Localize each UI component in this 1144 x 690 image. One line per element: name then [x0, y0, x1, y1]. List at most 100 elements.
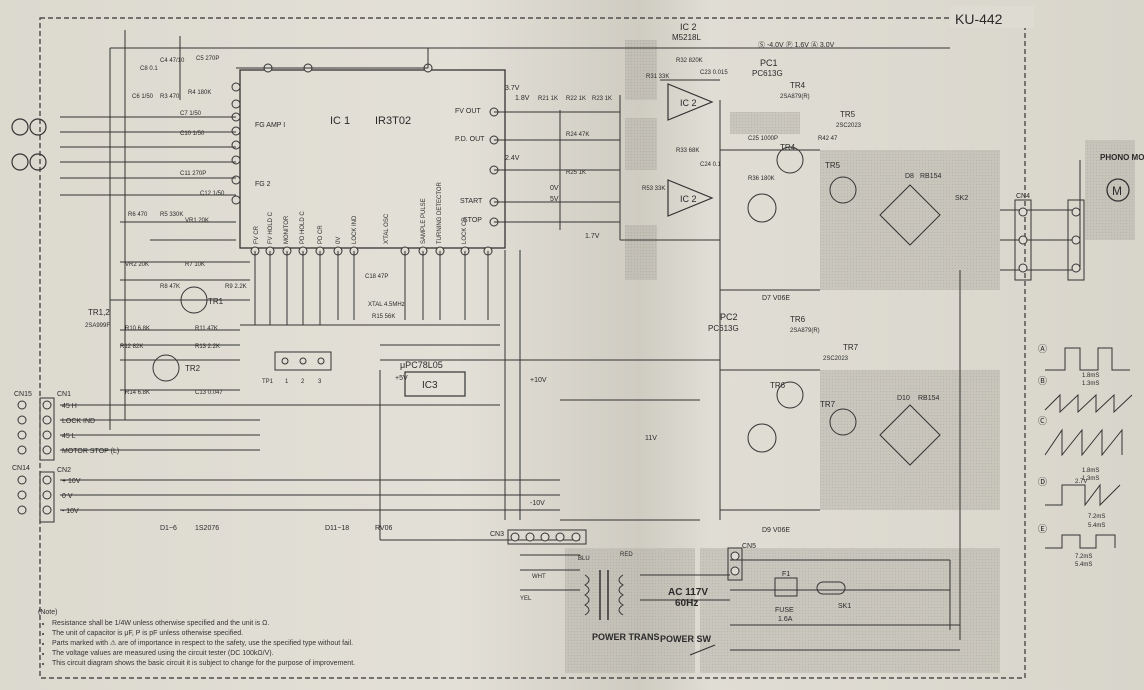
wave-e-id: Ⓔ: [1038, 524, 1047, 534]
diagram-title: KU-442: [955, 11, 1003, 27]
notes-block: (Note) Resistance shall be 1/4W unless o…: [38, 608, 498, 669]
wave-e-t2: 5.4mS: [1088, 523, 1105, 529]
comp-r25: R25 1K: [566, 170, 586, 176]
cn1-pin-3: 45 L: [62, 433, 76, 440]
comp-c25: R36 180K: [748, 176, 775, 182]
comp-r22: R22 1K: [566, 96, 586, 102]
ic1-lbl-lockcr: LOCK CR: [462, 217, 468, 244]
wave-a-t2: 1.3mS: [1082, 381, 1099, 387]
ic2b-label: IC 2: [680, 194, 697, 204]
cn2-pin-2: 0 V: [62, 493, 73, 500]
tr6-part: 2SA879(R): [790, 328, 820, 334]
cn14-label: CN14: [12, 465, 30, 472]
ic1-lbl-fvholdc: FV HOLD C: [268, 211, 274, 244]
d11-18-part: RV06: [375, 525, 392, 532]
wave-c-id: Ⓒ: [1038, 416, 1047, 426]
comp-r13: R14 6.8K: [125, 390, 150, 396]
tr7-part: 2SC2023: [823, 356, 849, 362]
wave-d-amp: 2.7V: [1075, 479, 1087, 485]
wave-a-t1: 1.8mS: [1082, 373, 1099, 379]
wave-e-t1: 7.2mS: [1088, 514, 1105, 520]
motor-label: PHONO MOTOR: [1100, 153, 1144, 162]
pc1-name: PC1: [760, 58, 778, 68]
waveform-labels: Ⓐ Ⓑ Ⓒ Ⓓ Ⓔ: [1038, 344, 1047, 534]
comp-r11: R12 82K: [120, 344, 143, 350]
comp-r7: R8 47K: [160, 284, 180, 290]
pc1-part: PC613G: [752, 69, 783, 78]
f1-label: F1: [782, 571, 790, 578]
tr6-label: TR6: [770, 381, 786, 390]
ic2-name: IC 2: [680, 22, 697, 32]
v-11v: 11V: [645, 435, 657, 442]
ac-label: AC 117V: [668, 587, 708, 598]
power-section: [584, 570, 846, 656]
ic1-lbl-fvcr: FV CR: [254, 225, 260, 244]
ic1: IC 1 IR3T02 FG AMP I FG 2 FV OUT P.D. OU…: [231, 63, 506, 256]
ic2: IC 2 M5218L IC 2 IC 2: [667, 22, 714, 217]
comp-r21: R21 1K: [538, 96, 558, 102]
note-item: Resistance shall be 1/4W unless otherwis…: [52, 619, 498, 629]
voltage-marks: 3.7V 1.8V 2.4V 0V 5V 1.7V +5V +10V -10V …: [395, 85, 657, 507]
ic1-lbl-0v: 0V: [336, 237, 342, 244]
ic2a-label: IC 2: [680, 98, 697, 108]
fuse-rating: 1.6A: [778, 616, 793, 623]
comp-r9: R10 6.8K: [125, 326, 150, 332]
comp-c5: C5 270P: [196, 56, 219, 62]
comp-xtal: R15 56K: [372, 314, 395, 320]
notes-list: Resistance shall be 1/4W unless otherwis…: [38, 619, 498, 669]
comp-c4: C4 47/10: [160, 58, 185, 64]
v-3-7: 3.7V: [505, 85, 520, 92]
v-2-4: 2.4V: [505, 155, 520, 162]
tr6-name: TR6: [790, 315, 806, 324]
d10-part: RB154: [918, 395, 940, 402]
tr4-label: TR4: [780, 143, 796, 152]
ic3-label: IC3: [422, 380, 438, 391]
ic3: IC3 μPC78L05: [400, 360, 466, 397]
tr12-part: 2SA999F: [85, 323, 110, 329]
tp-pin-1: 1: [285, 379, 289, 385]
v-minus10: -10V: [530, 500, 545, 507]
d9-label: D9 V06E: [762, 527, 790, 534]
tr4-name: TR4: [790, 81, 806, 90]
ic1-pin-fgamp: FG AMP I: [255, 122, 285, 129]
cn2-label: CN2: [57, 467, 71, 474]
transistors: [152, 146, 857, 436]
cn15-label: CN15: [14, 391, 32, 398]
comp-r5: VR1 20K: [185, 218, 209, 224]
tr12-label: TR1,2: [88, 308, 110, 317]
ic1-lbl-sample: SAMPLE PULSE: [421, 198, 427, 244]
ic2-part: M5218L: [672, 33, 701, 42]
comp-r4: R4 180K: [188, 90, 211, 96]
cn2-pin-3: - 10V: [62, 508, 79, 515]
wire-wht: WHT: [532, 574, 546, 580]
pc2-name: PC2: [720, 312, 738, 322]
note-item: Parts marked with ⚠ are of importance in…: [52, 639, 498, 649]
comp-vr1: VR2 20K: [125, 262, 149, 268]
waveforms: [1044, 347, 1133, 549]
cn1-pin-2: LOCK IND: [62, 418, 95, 425]
sk1-label: SK1: [838, 603, 851, 610]
v-1-7: 1.7V: [585, 233, 600, 240]
ic1-name: IC 1: [330, 115, 350, 127]
notes-heading: (Note): [38, 609, 58, 616]
input-jacks: [11, 118, 47, 171]
frame: [39, 6, 1034, 679]
ic1-lbl-turning: TURNING DETECTOR: [437, 181, 443, 244]
wire-yel: YEL: [520, 596, 532, 602]
comp-c17: C18 47P: [365, 274, 388, 280]
cn3-label: CN3: [490, 531, 504, 538]
v-5v: 5V: [550, 196, 559, 203]
ic1-lbl-pdholdc: PD HOLD C: [300, 211, 306, 244]
comp-c11: C12 1/50: [200, 191, 225, 197]
tp-pin-3: 3: [318, 379, 322, 385]
waveform-times: 1.8mS 1.3mS 1.8mS 1.3mS 2.7V 7.2mS 5.4mS…: [1075, 373, 1105, 568]
wiring: [60, 30, 1081, 651]
motor-symbol: M: [1112, 184, 1122, 198]
wave-d-id: Ⓓ: [1038, 477, 1047, 487]
wave-e-t3: 7.2mS: [1075, 554, 1092, 560]
ic1-lbl-pdcr: PD CR: [318, 225, 324, 244]
d8-part: RB154: [920, 173, 942, 180]
comp-r3: R3 470: [160, 94, 180, 100]
wave-e-t4: 5.4mS: [1075, 562, 1092, 568]
